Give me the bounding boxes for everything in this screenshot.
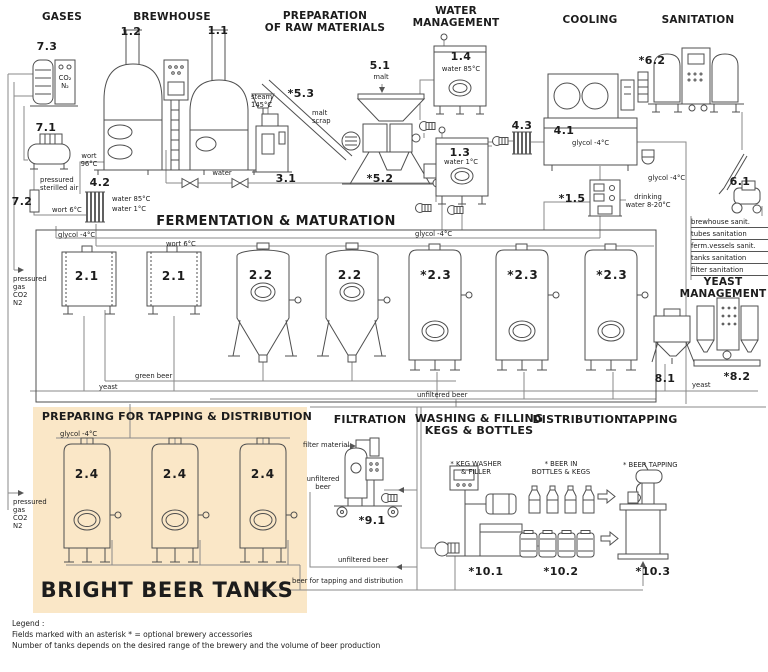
label-pressured-gas-2: pressured gas CO2 N2 <box>13 498 47 530</box>
label-wort-6-fermentation: wort 6°C <box>166 240 196 248</box>
section-title-filtration: FILTRATION <box>333 413 407 426</box>
label-wort-6-left: wort 6°C <box>52 206 82 214</box>
label-malt: malt <box>373 73 389 81</box>
label-beer-in-bottles: * BEER IN BOTTLES & KEGS <box>531 460 591 476</box>
equipment-id-maturation-tank-1: *2.3 <box>420 268 452 282</box>
equipment-id-air-compressor: 7.1 <box>35 121 57 134</box>
pipe-network <box>7 40 766 591</box>
equipment-id-malt-mill: *5.2 <box>366 172 394 185</box>
sanitation-task-filter: filter sanitation <box>691 264 768 276</box>
section-title-fermentation: FERMENTATION & MATURATION <box>156 214 396 229</box>
label-glycol-right: glycol -4°C <box>648 174 686 182</box>
equipment-id-mash-vessel: 1.2 <box>120 25 142 38</box>
equipment-id-open-fermenter-1: 2.1 <box>74 269 100 283</box>
label-malt-scrap: malt scrap <box>312 109 331 125</box>
legend-title: Legend : <box>12 619 45 628</box>
equipment-id-packaged-beer: *10.2 <box>543 565 579 578</box>
equipment-id-cip-station: *6.2 <box>638 54 666 67</box>
label-keg-washer: * KEG WASHER & FILLER <box>450 460 502 476</box>
label-yeast-station: yeast <box>692 381 711 389</box>
section-title-yeast-management: YEAST MANAGEMENT <box>679 276 767 300</box>
equipment-id-beer-filter: *9.1 <box>358 514 386 527</box>
section-title-gases: GASES <box>41 11 83 23</box>
equipment-id-glycol-exchanger: 4.3 <box>511 119 533 132</box>
equipment-id-water-treatment: *1.5 <box>558 192 586 205</box>
label-unfiltered-beer-bottom: unfiltered beer <box>338 556 389 564</box>
equipment-id-ice-water-tank: 1.3 <box>449 146 471 159</box>
sanitation-task-tanks: tanks sanitation <box>691 252 768 264</box>
legend-line-2: Number of tanks depends on the desired r… <box>12 641 381 650</box>
equipment-id-open-fermenter-2: 2.1 <box>161 269 187 283</box>
label-pressured-gas-1: pressured gas CO2 N2 <box>13 275 47 307</box>
equipment-id-steam-generator: 3.1 <box>275 172 297 185</box>
equipment-id-glycol-chiller: 4.1 <box>553 124 575 137</box>
label-pressured-sterilled-air: pressured sterilled air <box>40 176 79 192</box>
label-yeast-fermentation: yeast <box>99 383 118 391</box>
section-title-distribution: DISTRIBUTION <box>532 413 624 426</box>
equipment-id-conical-fermenter-2: 2.2 <box>337 268 363 282</box>
label-wort-96: wort 96°C <box>80 152 98 168</box>
sanitation-task-tubes: tubes sanitation <box>691 228 768 240</box>
label-unfiltered-beer-fermentation: unfiltered beer <box>417 391 468 399</box>
label-drinking-water: drinking water 8-20°C <box>625 193 671 209</box>
label-steam-145: steam 145°C <box>251 93 273 109</box>
equipment-id-bright-beer-tank-3: 2.4 <box>250 467 276 481</box>
equipment-id-beer-tapping: *10.3 <box>635 565 671 578</box>
label-glycol-fermentation-right: glycol -4°C <box>415 230 453 238</box>
equipment-id-hot-water-tank: 1.4 <box>450 50 472 63</box>
section-title-sanitation: SANITATION <box>661 14 735 26</box>
label-beer-for-tapping: beer for tapping and distribution <box>292 577 403 585</box>
section-title-brewhouse: BREWHOUSE <box>133 11 211 23</box>
label-glycol-fermentation: glycol -4°C <box>58 231 96 239</box>
equipment-id-gas-station: 7.3 <box>36 40 58 53</box>
equipment-id-yeast-station: *8.2 <box>723 370 751 383</box>
equipment-id-malt-conveyor: *5.3 <box>287 87 315 100</box>
label-unfiltered-beer-filter: unfiltered beer <box>306 475 340 491</box>
equipment-id-keg-washer: *10.1 <box>468 565 504 578</box>
legend-line-1: Fields marked with an asterisk * = optio… <box>12 630 253 639</box>
equipment-linework <box>27 29 762 563</box>
section-title-raw-materials: PREPARATION OF RAW MATERIALS <box>264 10 386 34</box>
section-title-tapping: TAPPING <box>622 413 678 426</box>
equipment-id-malt-hopper: 5.1 <box>369 59 391 72</box>
label-co2-n2: CO₂ N₂ <box>58 74 72 90</box>
section-title-water-management: WATER MANAGEMENT <box>412 5 500 29</box>
equipment-id-air-filter: 7.2 <box>11 195 33 208</box>
equipment-id-maturation-tank-3: *2.3 <box>596 268 628 282</box>
equipment-id-bright-beer-tank-2: 2.4 <box>162 467 188 481</box>
equipment-id-bright-beer-tank-1: 2.4 <box>74 467 100 481</box>
equipment-id-wort-cooler: 4.2 <box>89 176 111 189</box>
label-beer-tapping: * BEER TAPPING <box>623 461 678 469</box>
label-water-1-exchanger: water 1°C <box>112 205 146 213</box>
label-glycol-chiller: glycol -4°C <box>572 139 610 147</box>
section-title-tapping-prep: PREPARING FOR TAPPING & DISTRIBUTION <box>41 410 313 423</box>
label-water-1-tank: water 1°C <box>444 158 478 166</box>
label-water-85-exchanger: water 85°C <box>112 195 151 203</box>
equipment-id-mobile-sanitation: 6.1 <box>729 175 751 188</box>
equipment-id-yeast-vessel: 8.1 <box>654 372 676 385</box>
sanitation-task-fermvessels: ferm.vessels sanit. <box>691 240 768 252</box>
section-title-washing-filling: WASHING & FILLING KEGS & BOTTLES <box>414 412 544 437</box>
label-water-valves: water <box>212 169 232 177</box>
label-glycol-bright-beer: glycol -4°C <box>60 430 98 438</box>
bright-beer-tanks-title: BRIGHT BEER TANKS <box>40 578 294 602</box>
label-water-85-tank: water 85°C <box>441 65 481 73</box>
section-title-cooling: COOLING <box>562 14 618 26</box>
equipment-id-maturation-tank-2: *2.3 <box>507 268 539 282</box>
equipment-id-lauter-vessel: 1.1 <box>207 24 229 37</box>
equipment-id-conical-fermenter-1: 2.2 <box>248 268 274 282</box>
sanitation-task-list: brewhouse sanit. tubes sanitation ferm.v… <box>691 216 768 276</box>
label-filter-material: filter material <box>303 441 350 449</box>
sanitation-task-brewhouse: brewhouse sanit. <box>691 216 768 228</box>
label-green-beer: green beer <box>135 372 173 380</box>
